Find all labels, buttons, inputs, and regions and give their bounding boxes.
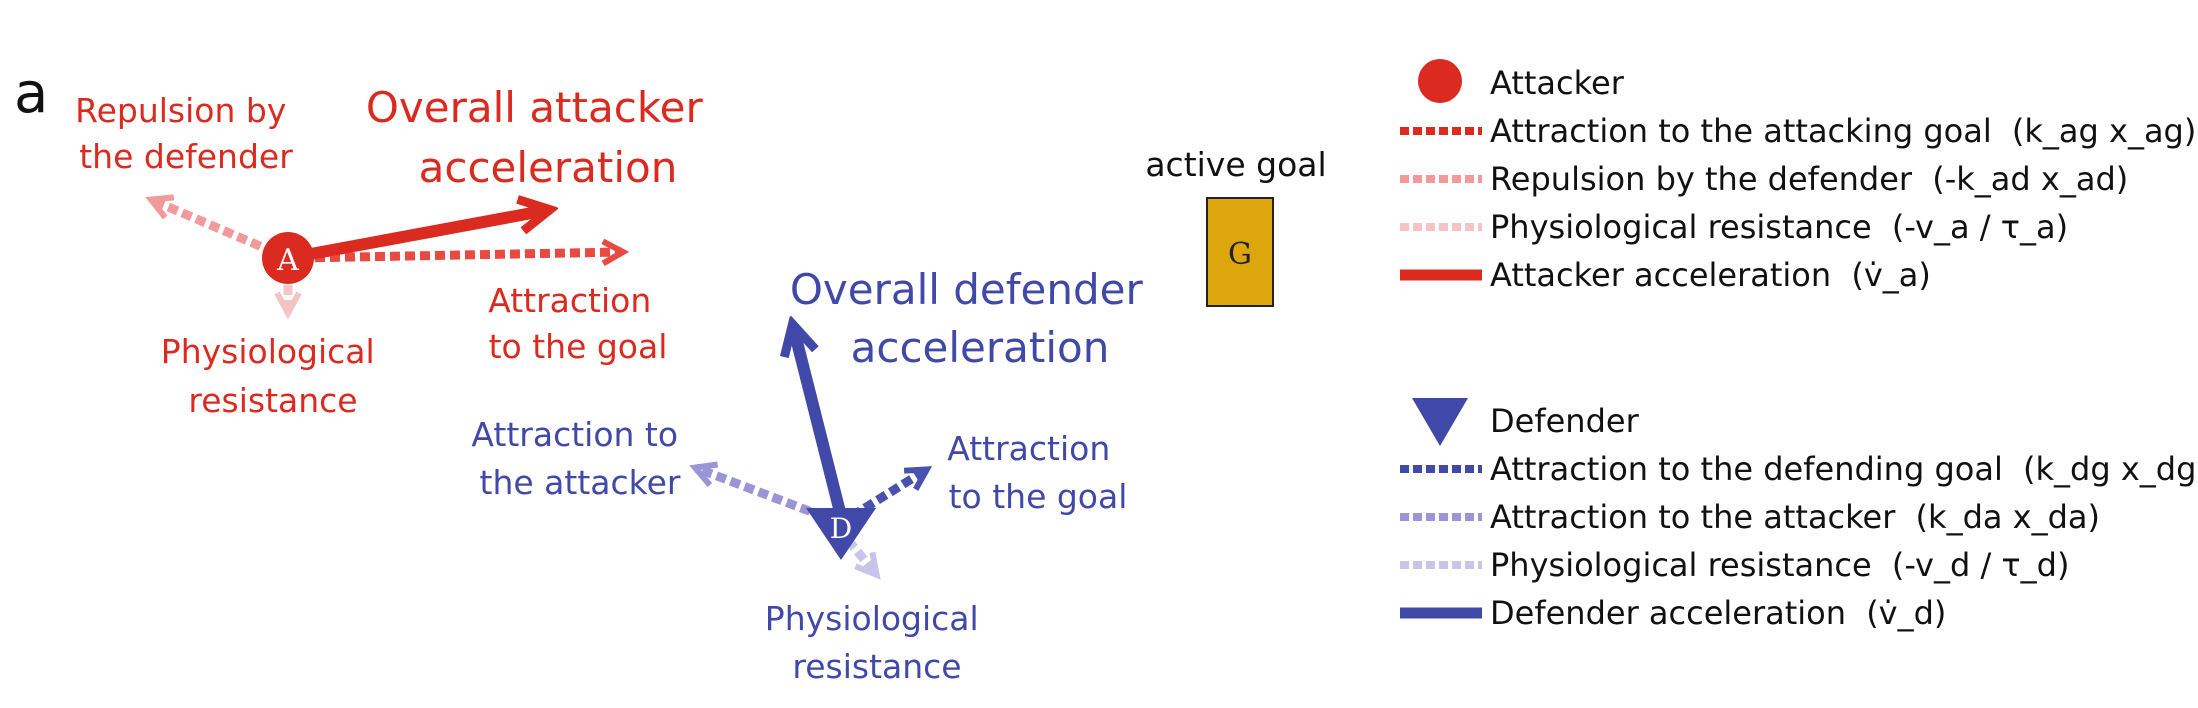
attacker-attraction-label: Attraction to the goal	[488, 281, 667, 366]
attacker-marker: A	[262, 232, 314, 284]
legend-defender-item-resistance: Physiological resistance (-v_d / τ_d)	[1490, 546, 2069, 584]
goal-box: G	[1206, 197, 1274, 307]
legend-attacker-item-acceleration: Attacker acceleration (v̇_a)	[1490, 256, 1931, 294]
defender-marker: D	[806, 508, 876, 560]
attacker-marker-letter: A	[276, 243, 299, 278]
attacker-repulsion-label: Repulsion by the defender	[75, 91, 297, 176]
legend-defender-item-goal: Attraction to the defending goal (k_dg x…	[1490, 450, 2198, 488]
defender-resistance-label: Physiological resistance	[765, 599, 989, 686]
attacker-overall-label: Overall attacker acceleration	[366, 83, 716, 192]
legend-attacker-title: Attacker	[1490, 64, 1625, 102]
defender-arrows	[689, 326, 933, 580]
legend-attacker-marker	[1418, 59, 1462, 103]
goal-letter: G	[1228, 237, 1252, 272]
defender-attraction-goal-label: Attraction to the goal	[947, 429, 1127, 516]
legend-attacker-item-repulsion: Repulsion by the defender (-k_ad x_ad)	[1490, 160, 2128, 198]
defender-attraction-attacker-label: Attraction to the attacker	[471, 415, 688, 502]
defender-acceleration-arrow	[793, 326, 848, 522]
attacker-acceleration-arrow	[298, 210, 548, 262]
active-goal-label: active goal	[1145, 145, 1326, 184]
attacker-resistance-label: Physiological resistance	[161, 332, 385, 420]
defender-marker-letter: D	[830, 512, 852, 545]
defender-overall-label: Overall defender acceleration	[790, 265, 1156, 372]
legend-defender: Defender Attraction to the defending goa…	[1400, 398, 2198, 632]
legend-defender-item-acceleration: Defender acceleration (v̇_d)	[1490, 594, 1946, 632]
panel-label: a	[14, 61, 48, 126]
defender-attraction-attacker-arrow	[689, 461, 840, 527]
attacker-attraction-arrow	[299, 238, 630, 266]
legend-attacker-item-resistance: Physiological resistance (-v_a / τ_a)	[1490, 208, 2068, 246]
legend-attacker: Attacker Attraction to the attacking goa…	[1400, 59, 2196, 294]
legend-defender-marker	[1412, 398, 1468, 446]
legend-defender-item-attraction: Attraction to the attacker (k_da x_da)	[1490, 498, 2100, 536]
legend-attacker-item-goal: Attraction to the attacking goal (k_ag x…	[1490, 112, 2196, 150]
legend-defender-title: Defender	[1490, 402, 1640, 440]
defender-resistance-arrow	[844, 537, 881, 580]
